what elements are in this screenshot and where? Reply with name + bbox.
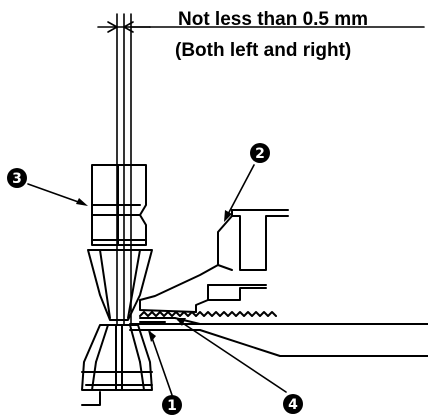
dimension-label-line2: (Both left and right) <box>175 40 351 61</box>
callout-label-4: 4 <box>288 397 298 413</box>
needle-reference-lines <box>116 13 132 326</box>
feed-dog-teeth <box>139 311 277 325</box>
callout-badge-4: 4 <box>283 394 303 414</box>
needle-holder <box>87 249 153 321</box>
leader-arrowheads <box>76 198 232 342</box>
dimension-arrows <box>97 21 425 33</box>
callout-badge-2: 2 <box>250 143 270 163</box>
callout-badge-3: 3 <box>7 168 27 188</box>
callout-label-2: 2 <box>255 146 265 162</box>
callout-label-1: 1 <box>167 398 177 414</box>
callout-label-3: 3 <box>12 171 22 187</box>
callout-badge-1: 1 <box>162 395 182 415</box>
presser-foot <box>139 209 289 313</box>
throat-plate <box>129 323 428 357</box>
needle-fork <box>81 324 153 406</box>
dimension-label-line1: Not less than 0.5 mm <box>178 9 368 30</box>
leader-lines <box>27 164 287 396</box>
needle-clamp <box>91 164 147 246</box>
